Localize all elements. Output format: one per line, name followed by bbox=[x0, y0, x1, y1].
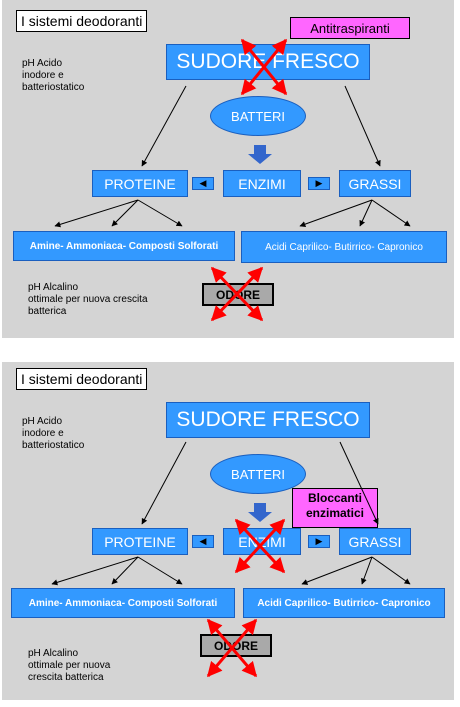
left-triangle-icon: ◀ bbox=[192, 535, 214, 548]
panel-title: I sistemi deodoranti bbox=[16, 10, 148, 32]
diagram-panel-enzyme-blockers: I sistemi deodoranti pH Acido inodore e … bbox=[2, 362, 454, 700]
diagram-panel-antiperspirants: I sistemi deodoranti pH Acido inodore e … bbox=[2, 0, 454, 338]
fats-box: GRASSI bbox=[339, 528, 411, 555]
acid-ph-note: pH Acido inodore e batteriostatico bbox=[22, 58, 85, 93]
fresh-sweat-box: SUDORE FRESCO bbox=[166, 402, 370, 438]
fresh-sweat-box: SUDORE FRESCO bbox=[166, 44, 370, 80]
enzyme-blockers-tag: Bloccanti enzimatici bbox=[292, 488, 378, 528]
bacteria-ellipse: BATTERI bbox=[210, 96, 306, 136]
left-triangle-icon: ◀ bbox=[192, 177, 214, 190]
alkaline-ph-note: pH Alcalino ottimale per nuova crescita … bbox=[28, 648, 111, 683]
acid-ph-note: pH Acido inodore e batteriostatico bbox=[22, 416, 85, 451]
amines-box: Amine- Ammoniaca- Composti Solforati bbox=[13, 231, 235, 261]
proteins-box: PROTEINE bbox=[92, 170, 188, 197]
bacteria-ellipse: BATTERI bbox=[210, 454, 306, 494]
panel-title: I sistemi deodoranti bbox=[16, 368, 148, 390]
acids-box: Acidi Caprilico- Butirrico- Capronico bbox=[241, 231, 447, 263]
amines-box: Amine- Ammoniaca- Composti Solforati bbox=[11, 588, 235, 618]
fats-box: GRASSI bbox=[339, 170, 411, 197]
proteins-box: PROTEINE bbox=[92, 528, 188, 555]
odor-box: ODORE bbox=[200, 634, 272, 657]
odor-box: ODORE bbox=[202, 283, 274, 306]
enzymes-box: ENZIMI bbox=[223, 170, 301, 197]
antiperspirants-tag: Antitraspiranti bbox=[290, 17, 410, 39]
right-triangle-icon: ▶ bbox=[308, 535, 330, 548]
alkaline-ph-note: pH Alcalino ottimale per nuova crescita … bbox=[28, 282, 148, 317]
acids-box: Acidi Caprilico- Butirrico- Capronico bbox=[243, 588, 445, 618]
enzymes-box: ENZIMI bbox=[223, 528, 301, 555]
right-triangle-icon: ▶ bbox=[308, 177, 330, 190]
